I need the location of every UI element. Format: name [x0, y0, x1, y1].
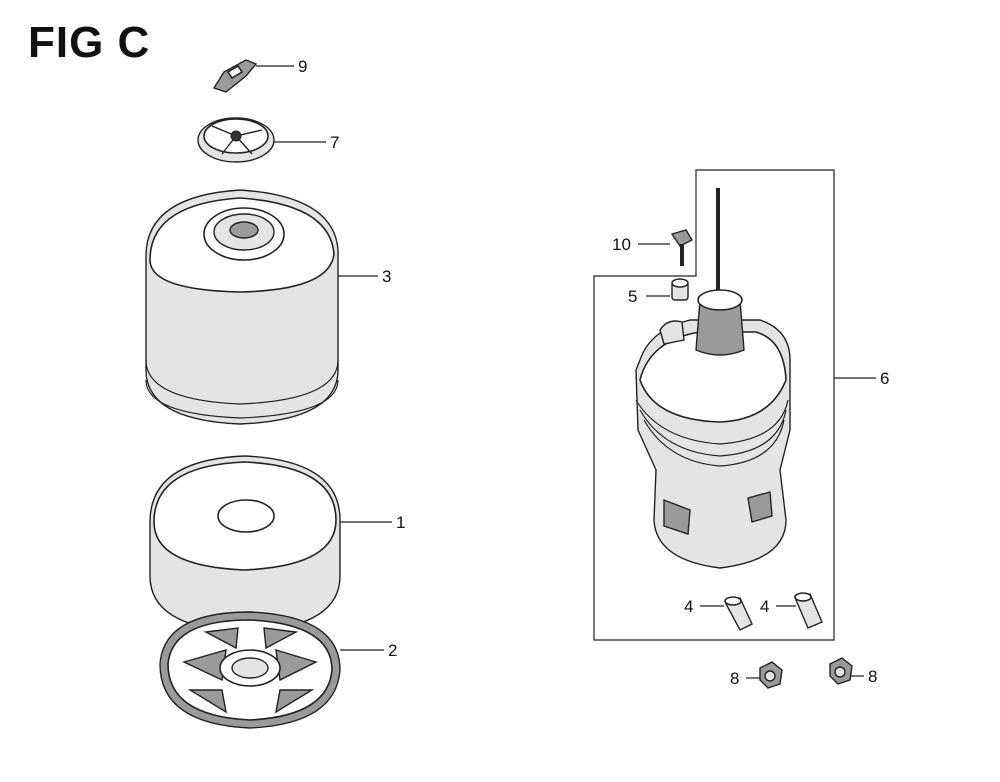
- callout-7: 7: [330, 133, 339, 152]
- part-4-pin-left: [724, 596, 753, 631]
- callout-8-left: 8: [730, 669, 739, 688]
- part-3-air-cleaner-cover: [145, 189, 339, 425]
- part-8-nut-right: [829, 657, 853, 685]
- part-4-pin-right: [794, 592, 823, 629]
- part-2-element-grid: [159, 611, 341, 729]
- part-1-foam-element: [149, 455, 341, 633]
- callout-5: 5: [628, 287, 637, 306]
- callout-2: 2: [388, 641, 397, 660]
- callout-4-right: 4: [760, 597, 769, 616]
- part-10-bolt: [670, 229, 693, 266]
- part-8-nut-left: [759, 661, 783, 689]
- callout-8-right: 8: [868, 667, 877, 686]
- figure-title: FIG C: [28, 18, 151, 67]
- callout-10: 10: [612, 235, 631, 254]
- part-6-elbow-assembly: [635, 188, 791, 569]
- part-5-collar: [671, 278, 689, 301]
- callout-1: 1: [396, 513, 405, 532]
- callout-6: 6: [880, 369, 889, 388]
- part-7-cover-knob: [197, 117, 275, 163]
- callout-3: 3: [382, 267, 391, 286]
- callout-4-left: 4: [684, 597, 693, 616]
- callout-9: 9: [298, 57, 307, 76]
- part-9-wing-nut: [212, 59, 258, 93]
- assembly-6-outline: [593, 169, 835, 641]
